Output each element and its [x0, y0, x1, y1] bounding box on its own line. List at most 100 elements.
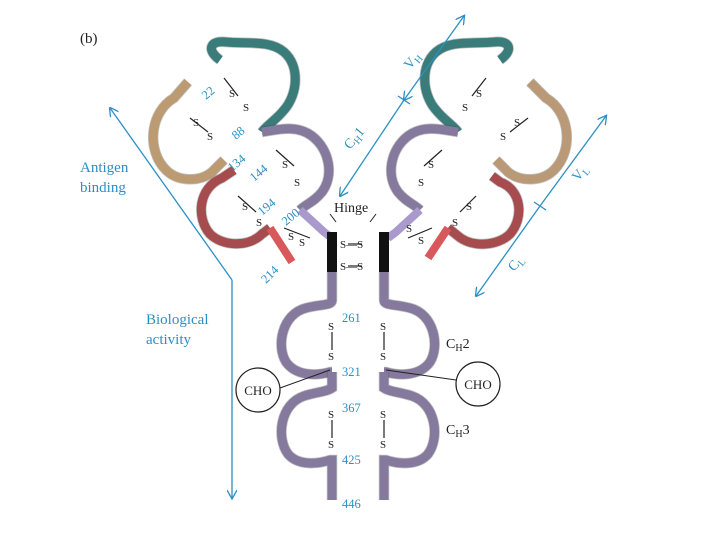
annotation-arrows: [110, 16, 606, 498]
s-label: S: [256, 217, 262, 229]
residue-446: 446: [342, 497, 361, 511]
vl-arrow: [539, 116, 606, 207]
s-label: S: [294, 177, 300, 189]
cho-right: CHO: [385, 361, 501, 407]
antigen-binding-label-line2: binding: [80, 180, 126, 196]
left-ch1-outline: [261, 123, 334, 214]
s-label: S: [500, 131, 506, 143]
vl-label: VL: [570, 162, 593, 185]
residue-321: 321: [342, 365, 361, 379]
ch3-label-suffix: 3: [463, 423, 470, 438]
s-label: S: [380, 409, 386, 421]
cl-label-sub: L: [516, 257, 528, 269]
right-ch1-domain: [386, 124, 459, 214]
s-label: S: [428, 159, 434, 171]
cl-label: CL: [506, 253, 529, 276]
ch3-label-main: C: [446, 423, 455, 438]
disulfide-dashes: [189, 77, 529, 438]
ch3-label-sub: H: [455, 429, 462, 440]
residue-261: 261: [342, 311, 361, 325]
left-ch2-outline: [276, 272, 338, 380]
ch2-label-sub: H: [455, 343, 462, 354]
s-label: S: [328, 409, 334, 421]
left-cl-outline: [196, 165, 274, 249]
left-light-tail: [266, 225, 296, 265]
right-heavy-neck: [385, 207, 423, 242]
s-label: S: [328, 351, 334, 363]
cho-right-label: CHO: [464, 377, 491, 392]
ch3-label: CH3: [446, 423, 470, 440]
cho-left: CHO: [235, 367, 331, 413]
hinge-ss-label-bottom: S—S: [340, 261, 363, 273]
residue-88: 88: [229, 124, 248, 143]
arrow-ticks: [397, 95, 547, 211]
s-label: S: [207, 131, 213, 143]
s-label: S: [282, 159, 288, 171]
hinge-pointer: [369, 213, 377, 223]
panel-label: (b): [80, 31, 98, 47]
residue-200: 200: [279, 206, 302, 229]
ch1-label: CH1: [342, 125, 370, 154]
antigen-binding-label-line1: Antigen: [80, 160, 129, 176]
ch2-label-suffix: 2: [463, 337, 470, 352]
s-label: S: [418, 235, 424, 247]
right-ch1-outline: [386, 123, 459, 214]
s-label: S: [243, 102, 249, 114]
residue-144: 144: [247, 161, 271, 184]
s-label: S: [462, 102, 468, 114]
left-vh-outline: [206, 36, 301, 136]
s-label: S: [466, 201, 472, 213]
left-ch1-domain: [261, 124, 334, 214]
s-label: S: [452, 217, 458, 229]
cho-left-circle: [235, 367, 281, 413]
left-ch3-domain: [276, 372, 337, 500]
right-vl-domain: [492, 78, 572, 184]
tick-vh-ch1: [397, 95, 411, 105]
s-label: S: [328, 439, 334, 451]
right-vl-outline: [492, 78, 572, 185]
right-cl-outline: [444, 171, 525, 250]
s-label: S: [418, 177, 424, 189]
hinge-label: Hinge: [334, 201, 368, 216]
left-cl-domain: [196, 166, 273, 249]
right-ch2-domain: [379, 272, 440, 379]
hinge-pointer: [329, 213, 337, 223]
residue-214: 214: [258, 262, 282, 286]
s-label: S: [193, 117, 199, 129]
right-light-tail: [424, 225, 452, 261]
residue-22: 22: [199, 84, 218, 103]
s-label: S: [380, 321, 386, 333]
ch2-label-main: C: [446, 337, 455, 352]
s-label: S: [406, 223, 412, 235]
ch2-label: CH2: [446, 337, 470, 354]
left-ch2-domain: [276, 272, 337, 379]
s-label: S: [476, 88, 482, 100]
biological-activity-label-line1: Biological: [146, 312, 209, 328]
antigen-binding-arrow: [110, 108, 233, 281]
right-cl-domain: [445, 172, 524, 249]
hinge-ss-label-top: S—S: [340, 239, 363, 251]
cho-right-circle: [455, 361, 501, 407]
vh-arrow: [404, 16, 464, 100]
s-label: S: [328, 321, 334, 333]
disulfide-labels: S S S S S S S S S S S—S S—S S S S S S S …: [193, 88, 520, 451]
right-ch3-outline: [378, 372, 440, 500]
s-label: S: [242, 201, 248, 213]
s-label: S: [288, 231, 294, 243]
tick-vl-cl: [533, 201, 547, 211]
right-ch2-outline: [378, 272, 440, 380]
s-label: S: [229, 88, 235, 100]
left-vl-outline: [148, 78, 228, 185]
residue-194: 194: [255, 195, 279, 218]
vl-label-sub: L: [581, 166, 593, 178]
s-label: S: [380, 351, 386, 363]
residue-367: 367: [342, 401, 361, 415]
left-ch3-outline: [276, 372, 338, 500]
s-label: S: [299, 237, 305, 249]
cho-left-label: CHO: [244, 383, 271, 398]
left-vh-domain: [207, 37, 300, 135]
cl-arrow: [476, 205, 541, 296]
right-vh-outline: [419, 36, 514, 136]
